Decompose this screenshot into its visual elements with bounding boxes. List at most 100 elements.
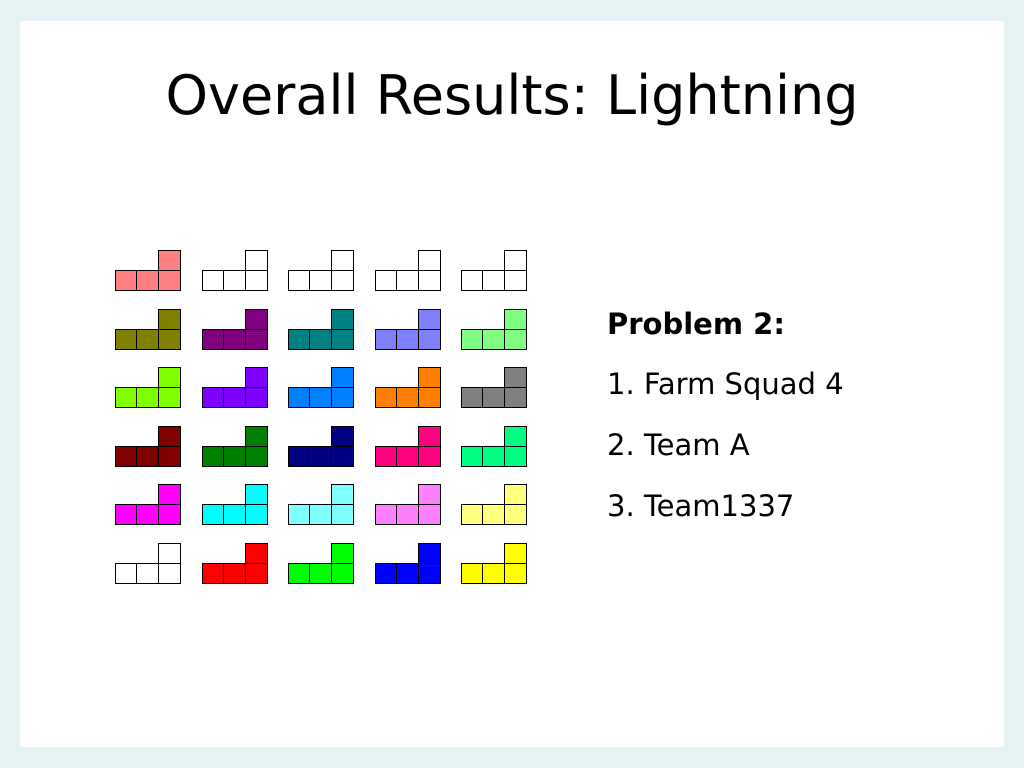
piece-square bbox=[504, 543, 527, 564]
result-first: 1. Farm Squad 4 bbox=[607, 367, 844, 401]
piece-square bbox=[418, 387, 441, 408]
l-piece bbox=[461, 250, 527, 291]
l-piece bbox=[375, 484, 441, 525]
piece-square bbox=[245, 446, 268, 467]
piece-square bbox=[158, 484, 181, 505]
l-piece bbox=[461, 367, 527, 408]
l-piece bbox=[288, 484, 354, 525]
piece-square bbox=[115, 446, 138, 467]
piece-square bbox=[288, 270, 311, 291]
piece-square bbox=[158, 387, 181, 408]
piece-square bbox=[223, 329, 246, 350]
piece-square bbox=[223, 387, 246, 408]
result-second: 2. Team A bbox=[607, 428, 750, 462]
piece-square bbox=[309, 387, 332, 408]
piece-square bbox=[482, 329, 505, 350]
piece-square bbox=[288, 329, 311, 350]
piece-square bbox=[504, 563, 527, 584]
piece-square bbox=[461, 446, 484, 467]
piece-square bbox=[202, 329, 225, 350]
piece-square bbox=[115, 270, 138, 291]
piece-square bbox=[482, 563, 505, 584]
piece-square bbox=[418, 270, 441, 291]
piece-square bbox=[418, 563, 441, 584]
piece-square bbox=[309, 270, 332, 291]
l-piece bbox=[288, 250, 354, 291]
piece-square bbox=[245, 504, 268, 525]
piece-square bbox=[223, 563, 246, 584]
results-list: Problem 2: 1. Farm Squad 4 2. Team A 3. … bbox=[607, 304, 844, 547]
piece-square bbox=[418, 329, 441, 350]
piece-square bbox=[375, 563, 398, 584]
results-heading: Problem 2: bbox=[607, 307, 785, 341]
l-piece bbox=[375, 250, 441, 291]
piece-square bbox=[331, 250, 354, 271]
piece-square bbox=[158, 563, 181, 584]
piece-square bbox=[331, 504, 354, 525]
piece-square bbox=[504, 387, 527, 408]
piece-square bbox=[136, 563, 159, 584]
piece-square bbox=[504, 484, 527, 505]
l-piece bbox=[202, 426, 268, 467]
piece-square bbox=[136, 504, 159, 525]
piece-square bbox=[375, 446, 398, 467]
piece-square bbox=[482, 387, 505, 408]
piece-square bbox=[396, 563, 419, 584]
l-piece bbox=[202, 543, 268, 584]
piece-square bbox=[288, 563, 311, 584]
piece-square bbox=[202, 270, 225, 291]
piece-square bbox=[461, 387, 484, 408]
piece-square bbox=[482, 446, 505, 467]
piece-square bbox=[288, 387, 311, 408]
piece-square bbox=[223, 504, 246, 525]
l-piece bbox=[461, 484, 527, 525]
piece-square bbox=[158, 446, 181, 467]
piece-square bbox=[245, 250, 268, 271]
piece-square bbox=[223, 270, 246, 291]
piece-square bbox=[418, 484, 441, 505]
piece-square bbox=[223, 446, 246, 467]
l-piece bbox=[461, 309, 527, 350]
piece-square bbox=[202, 387, 225, 408]
piece-square bbox=[245, 329, 268, 350]
piece-square bbox=[504, 504, 527, 525]
piece-square bbox=[245, 367, 268, 388]
l-piece bbox=[288, 309, 354, 350]
l-piece bbox=[202, 484, 268, 525]
piece-square bbox=[396, 329, 419, 350]
l-piece bbox=[461, 543, 527, 584]
l-piece bbox=[288, 426, 354, 467]
piece-square bbox=[158, 426, 181, 447]
piece-square bbox=[245, 309, 268, 330]
piece-square bbox=[136, 329, 159, 350]
piece-square bbox=[288, 504, 311, 525]
piece-square bbox=[158, 329, 181, 350]
piece-square bbox=[504, 309, 527, 330]
l-piece bbox=[375, 426, 441, 467]
piece-square bbox=[418, 446, 441, 467]
l-piece bbox=[115, 367, 181, 408]
piece-square bbox=[375, 329, 398, 350]
piece-square bbox=[309, 563, 332, 584]
piece-square bbox=[331, 426, 354, 447]
piece-square bbox=[331, 270, 354, 291]
l-piece bbox=[115, 543, 181, 584]
piece-square bbox=[245, 484, 268, 505]
piece-square bbox=[461, 270, 484, 291]
piece-square bbox=[504, 446, 527, 467]
piece-square bbox=[136, 270, 159, 291]
piece-square bbox=[461, 563, 484, 584]
l-piece bbox=[375, 309, 441, 350]
piece-square bbox=[115, 387, 138, 408]
piece-square bbox=[158, 504, 181, 525]
piece-square bbox=[158, 543, 181, 564]
l-piece bbox=[288, 543, 354, 584]
piece-square bbox=[288, 446, 311, 467]
piece-square bbox=[245, 563, 268, 584]
piece-square bbox=[136, 387, 159, 408]
piece-square bbox=[396, 387, 419, 408]
piece-square bbox=[418, 367, 441, 388]
piece-square bbox=[331, 309, 354, 330]
result-third: 3. Team1337 bbox=[607, 489, 795, 523]
piece-square bbox=[331, 543, 354, 564]
